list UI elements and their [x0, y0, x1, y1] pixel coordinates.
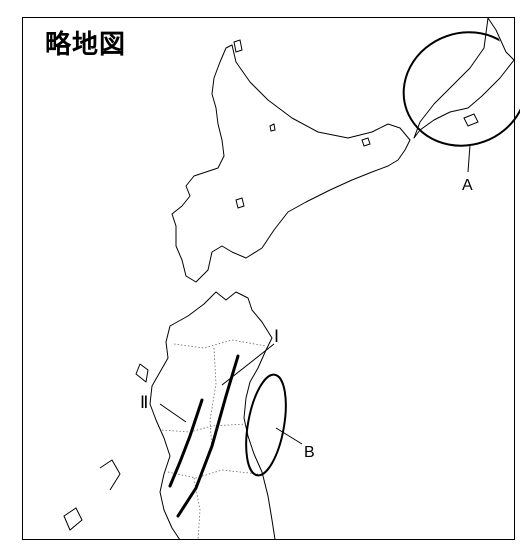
label-a-leader	[467, 144, 471, 173]
label-b: B	[304, 444, 315, 461]
coast-fragment	[99, 459, 121, 491]
label-ii: Ⅱ	[140, 393, 148, 412]
region-b-ellipse	[245, 373, 287, 477]
rishiri-island	[233, 39, 243, 53]
map-frame: 略地図	[22, 17, 515, 540]
label-a: A	[462, 177, 473, 194]
hokkaido-coastline	[171, 44, 411, 283]
oga-peninsula	[135, 363, 149, 383]
line-ii	[168, 398, 204, 488]
label-i-leader	[221, 343, 275, 386]
prefecture-boundary	[173, 339, 267, 349]
region-a-ellipse	[402, 31, 520, 147]
small-island	[269, 123, 276, 132]
prefecture-boundary	[161, 423, 247, 433]
line-i	[176, 354, 240, 518]
label-b-leader	[275, 427, 303, 445]
tohoku-coastline	[149, 291, 276, 539]
small-island	[235, 197, 245, 209]
kuril-island	[463, 113, 479, 127]
map-title: 略地図	[45, 30, 127, 60]
label-ii-leader	[159, 403, 187, 423]
prefecture-boundary	[167, 469, 259, 479]
label-i: Ⅰ	[274, 327, 279, 346]
small-island	[361, 137, 371, 147]
prefecture-boundary	[209, 347, 217, 451]
kuril-coastline	[413, 18, 514, 139]
sado-island	[63, 507, 83, 531]
